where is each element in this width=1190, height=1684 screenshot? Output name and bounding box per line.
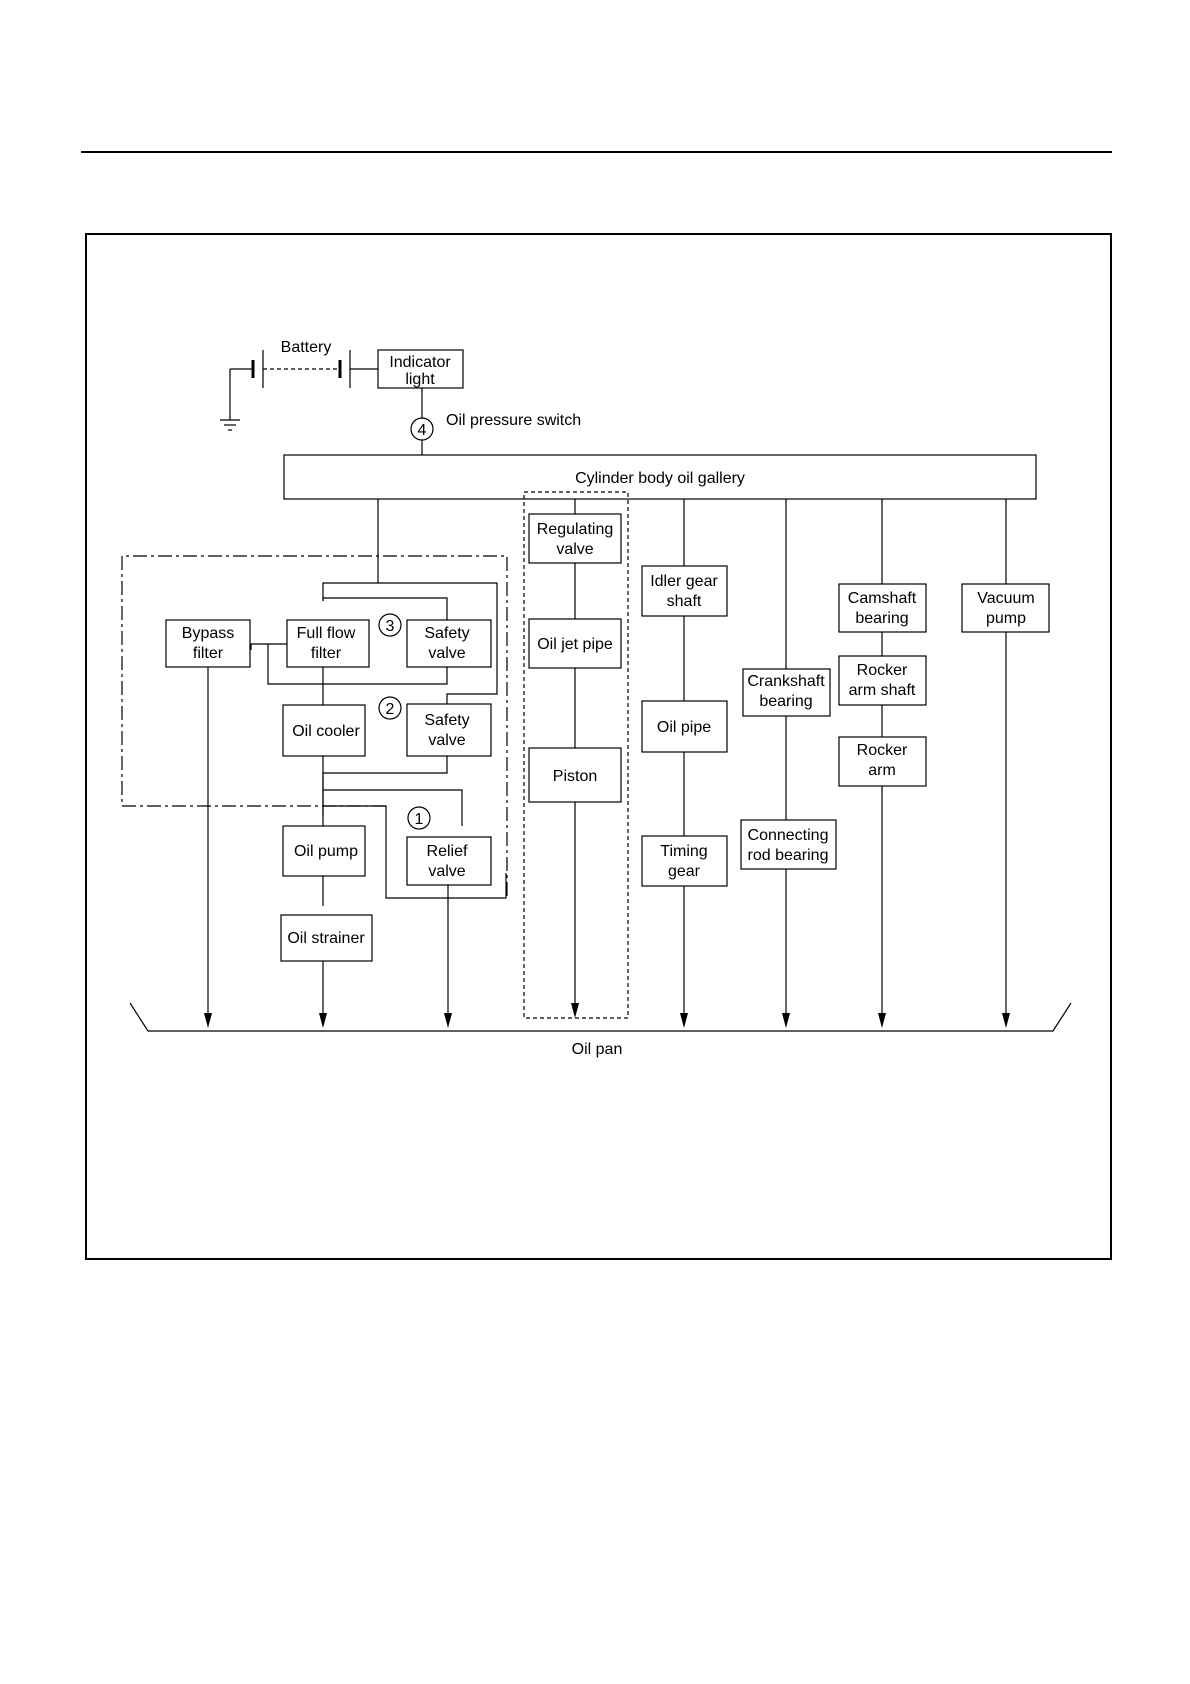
marker-1-label: 1 (415, 811, 424, 828)
label-line: gear (668, 863, 701, 880)
oil-strainer-label: Oil strainer (287, 930, 365, 947)
marker-4-label: 4 (418, 422, 427, 439)
label-line: Rocker (857, 662, 908, 679)
label-line: Camshaft (848, 590, 917, 607)
marker-2-label: 2 (386, 701, 395, 718)
full-flow-filter-label: Full flow filter (297, 625, 356, 662)
label-line: Piston (553, 768, 597, 785)
label-line: light (405, 371, 435, 388)
vacuum-pump-box: Vacuum pump (961, 583, 1050, 633)
label-line: Full flow (297, 625, 356, 642)
label-line: valve (428, 732, 465, 749)
battery-label: Battery (281, 339, 332, 356)
camshaft-bearing-label: Camshaft bearing (848, 590, 917, 627)
label-line: Idler gear (650, 573, 718, 590)
idler-gear-shaft-box: Idler gear shaft (641, 565, 728, 617)
oil-jet-pipe-box: Oil jet pipe (528, 618, 622, 669)
safety-valve-2-label: Safety valve (424, 712, 469, 749)
label-line: Regulating (537, 521, 614, 538)
piston-box: Piston (528, 747, 622, 803)
label-line: arm shaft (849, 682, 916, 699)
label-line: rod bearing (748, 847, 829, 864)
safety-valve-3-box: Safety valve (406, 619, 492, 668)
crankshaft-bearing-label: Crankshaft bearing (747, 673, 825, 710)
oil-strainer-box: Oil strainer (280, 914, 373, 962)
label-line: bearing (855, 610, 908, 627)
oil-cooler-label: Oil cooler (292, 723, 360, 740)
relief-valve-box: Relief valve (406, 836, 492, 886)
crankshaft-bearing-box: Crankshaft bearing (742, 668, 831, 717)
oil-pressure-switch-label: Oil pressure switch (446, 412, 581, 429)
timing-gear-box: Timing gear (641, 835, 728, 887)
label-line: Oil cooler (292, 723, 360, 740)
vacuum-pump-label: Vacuum pump (977, 590, 1035, 627)
full-flow-filter-box: Full flow filter (286, 619, 370, 668)
gallery-label: Cylinder body oil gallery (575, 470, 745, 487)
label-line: Safety (424, 712, 469, 729)
rocker-arm-label: Rocker arm (857, 742, 908, 779)
label-line: valve (428, 863, 465, 880)
connecting-rod-bearing-label: Connecting rod bearing (748, 827, 829, 864)
label-line: Crankshaft (747, 673, 825, 690)
idler-gear-shaft-label: Idler gear shaft (650, 573, 718, 610)
label-line: Relief (427, 843, 468, 860)
regulating-valve-label: Regulating valve (537, 521, 614, 558)
label-line: Oil strainer (287, 930, 365, 947)
safety-valve-3-label: Safety valve (424, 625, 469, 662)
piston-label: Piston (553, 768, 597, 785)
label-line: Bypass (182, 625, 234, 642)
oil-pump-box: Oil pump (282, 825, 366, 877)
oil-pan-label: Oil pan (572, 1041, 623, 1058)
figure-frame (85, 233, 1112, 1260)
marker-2 (378, 696, 402, 720)
regulating-valve-box: Regulating valve (528, 513, 622, 564)
label-line: valve (428, 645, 465, 662)
battery-symbol (230, 350, 378, 388)
label-line: Connecting (748, 827, 829, 844)
piston-cooling-region (523, 491, 629, 1019)
label-line: Safety (424, 625, 469, 642)
oil-pump-label: Oil pump (294, 843, 358, 860)
oil-jet-pipe-label: Oil jet pipe (537, 636, 613, 653)
label-line: filter (311, 645, 342, 662)
relief-valve-label: Relief valve (427, 843, 468, 880)
marker-1 (407, 806, 431, 830)
filter-module-boundary (121, 555, 508, 898)
label-line: Timing (660, 843, 707, 860)
marker-3-label: 3 (386, 618, 395, 635)
oil-pipe-label: Oil pipe (657, 719, 711, 736)
connecting-rod-bearing-box: Connecting rod bearing (740, 819, 837, 870)
marker-3 (378, 613, 402, 637)
rocker-arm-box: Rocker arm (838, 736, 927, 787)
label-line: Oil pipe (657, 719, 711, 736)
label-line: Oil pump (294, 843, 358, 860)
label-line: Rocker (857, 742, 908, 759)
rocker-arm-shaft-box: Rocker arm shaft (838, 655, 927, 706)
bypass-filter-box: Bypass filter (165, 619, 251, 668)
label-line: Indicator (389, 354, 451, 371)
cylinder-body-oil-gallery: Cylinder body oil gallery (283, 454, 1037, 500)
oil-pipe-box: Oil pipe (641, 700, 728, 753)
camshaft-bearing-box: Camshaft bearing (838, 583, 927, 633)
rocker-arm-shaft-label: Rocker arm shaft (849, 662, 916, 699)
label-line: Oil jet pipe (537, 636, 613, 653)
label-line: shaft (667, 593, 702, 610)
oil-cooler-box: Oil cooler (282, 704, 366, 757)
label-line: arm (868, 762, 896, 779)
label-line: Vacuum (977, 590, 1035, 607)
timing-gear-label: Timing gear (660, 843, 707, 880)
label-line: bearing (759, 693, 812, 710)
label-line: pump (986, 610, 1026, 627)
bypass-filter-label: Bypass filter (182, 625, 234, 662)
ground-symbol (220, 369, 240, 431)
oil-pan-shape (129, 1002, 1072, 1032)
label-line: filter (193, 645, 224, 662)
flow-arrows (204, 1003, 1010, 1028)
label-line: valve (556, 541, 593, 558)
safety-valve-2-box: Safety valve (406, 703, 492, 757)
